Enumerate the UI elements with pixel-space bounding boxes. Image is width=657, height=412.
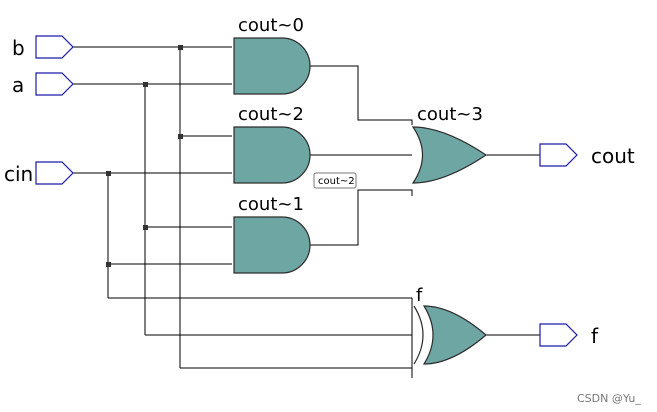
input-label-cin: cin — [4, 162, 33, 186]
junction-dot — [178, 134, 183, 139]
junction-dot — [106, 171, 111, 176]
tooltip-text: cout~2 — [318, 176, 355, 187]
and-gate-cout2[interactable] — [233, 126, 311, 184]
and-gate-cout1[interactable] — [233, 216, 311, 274]
gate-label-cout2: cout~2 — [238, 104, 304, 125]
input-pin-a[interactable] — [35, 72, 74, 96]
output-pin-cout[interactable] — [539, 143, 578, 167]
gate-label-cout3: cout~3 — [417, 104, 483, 125]
xor-gate-f[interactable] — [422, 305, 487, 365]
xor-gate-back-arc — [413, 305, 424, 365]
junction-dot — [178, 45, 183, 50]
gate-label-cout0: cout~0 — [238, 15, 304, 36]
and-gate-cout0[interactable] — [233, 37, 311, 95]
input-label-a: a — [12, 73, 24, 97]
watermark: CSDN @Yu_ — [577, 392, 641, 405]
junction-dot — [143, 82, 148, 87]
gate-label-f: f — [416, 285, 423, 306]
gate-label-cout1: cout~1 — [238, 194, 304, 215]
output-label-f: f — [591, 324, 599, 348]
wire-and0-or — [310, 65, 413, 125]
input-pin-b[interactable] — [35, 35, 74, 59]
wire-and1-or — [310, 189, 413, 246]
junction-dot — [106, 262, 111, 267]
input-label-b: b — [12, 36, 25, 60]
wires — [73, 46, 540, 378]
output-label-cout: cout — [591, 144, 635, 168]
junctions — [106, 45, 183, 267]
or-gate-cout3[interactable] — [411, 126, 488, 184]
output-pin-f[interactable] — [539, 323, 578, 347]
input-pin-cin[interactable] — [35, 161, 74, 185]
tooltip: cout~2 — [313, 172, 357, 189]
junction-dot — [143, 225, 148, 230]
